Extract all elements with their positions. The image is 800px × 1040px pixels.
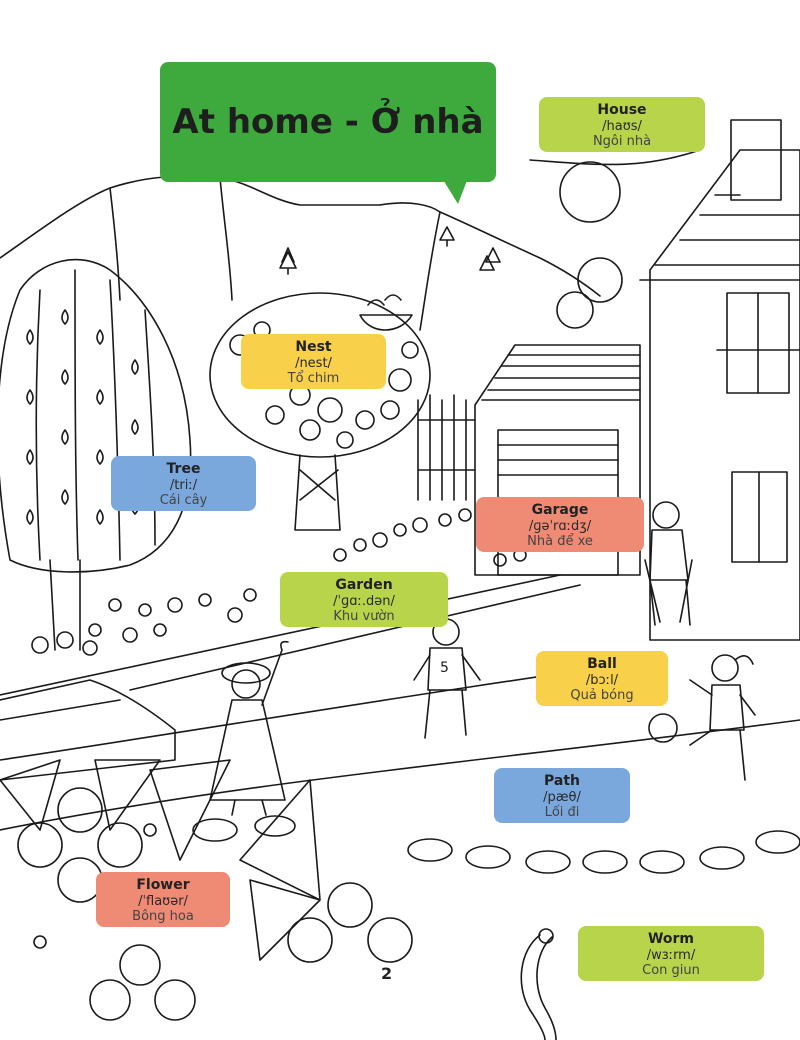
ball-drawing — [648, 713, 678, 743]
triangles — [0, 759, 321, 961]
round-window — [559, 161, 621, 223]
ipa: /haʊs/ — [602, 118, 642, 134]
house-drawing — [649, 149, 800, 641]
garden-flowers — [31, 508, 527, 656]
translation: Tổ chim — [287, 371, 340, 387]
translation: Con giun — [642, 963, 700, 979]
ipa: /ˈflaʊər/ — [138, 893, 188, 909]
translation: Lối đi — [544, 805, 580, 821]
ipa: /pæθ/ — [543, 789, 581, 805]
translation: Khu vườn — [333, 609, 395, 625]
label-tree: Tree /triː/ Cái cây — [111, 456, 256, 511]
boy-player — [413, 618, 481, 739]
ipa: /ɡəˈrɑːdʒ/ — [528, 518, 592, 534]
ipa: /triː/ — [169, 477, 198, 493]
ipa: /wɜːrm/ — [646, 947, 696, 963]
translation: Ngôi nhà — [592, 134, 652, 150]
ipa: /bɔːl/ — [585, 672, 619, 688]
ipa: /nest/ — [295, 355, 332, 371]
shirt-number: 5 — [440, 660, 449, 676]
translation: Bông hoa — [132, 909, 194, 925]
word: Garden — [335, 577, 393, 593]
word: Ball — [587, 656, 617, 672]
word: Nest — [295, 339, 332, 355]
word: House — [597, 102, 647, 118]
title-bubble: At home - Ở nhà — [160, 62, 496, 182]
word: Tree — [166, 461, 201, 477]
fence — [417, 394, 476, 501]
pine-trees — [279, 247, 297, 275]
bubble-tail — [442, 178, 468, 204]
label-garden: Garden /ˈɡɑː.dən/ Khu vườn — [280, 572, 448, 627]
ipa: /ˈɡɑː.dən/ — [333, 593, 395, 609]
word: Flower — [136, 877, 190, 893]
word: Worm — [647, 931, 695, 947]
girl-kicking — [689, 654, 756, 781]
word: Garage — [531, 502, 589, 518]
flower-drawings — [17, 787, 413, 1021]
mountains — [0, 175, 601, 297]
label-house: House /haʊs/ Ngôi nhà — [539, 97, 705, 152]
label-worm: Worm /wɜːrm/ Con giun — [578, 926, 764, 981]
label-nest: Nest /nest/ Tổ chim — [241, 334, 386, 389]
page-title: At home - Ở nhà — [172, 102, 484, 142]
label-flower: Flower /ˈflaʊər/ Bông hoa — [96, 872, 230, 927]
worm-drawing — [520, 934, 557, 1040]
word: Path — [544, 773, 580, 789]
road — [0, 574, 581, 721]
translation: Quả bóng — [570, 688, 634, 704]
nest-drawing — [359, 314, 413, 331]
boy-crutches — [644, 501, 693, 626]
translation: Nhà để xe — [527, 534, 593, 550]
label-path: Path /pæθ/ Lối đi — [494, 768, 630, 823]
round-tree — [209, 292, 431, 458]
path-stones — [192, 815, 800, 874]
girl-waving — [209, 640, 289, 816]
page-number: 2 — [381, 964, 393, 983]
label-ball: Ball /bɔːl/ Quả bóng — [536, 651, 668, 706]
translation: Cái cây — [159, 493, 208, 509]
willow-tree — [0, 258, 192, 573]
label-garage: Garage /ɡəˈrɑːdʒ/ Nhà để xe — [476, 497, 644, 552]
